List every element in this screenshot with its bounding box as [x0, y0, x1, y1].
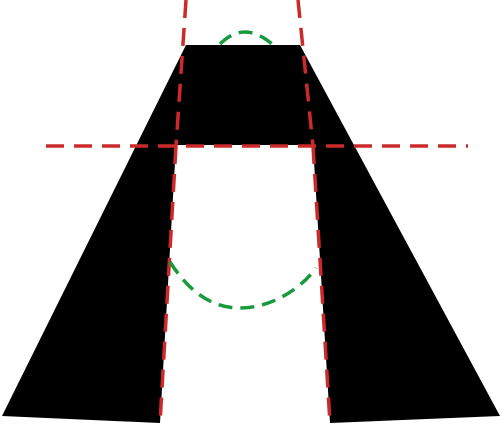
green-dashed-curve-bottom [168, 261, 318, 310]
red-dashed-guideline-left-inner [158, 145, 178, 424]
red-dashed-guideline-left [174, 0, 188, 147]
black-trapezoid-shape [2, 45, 500, 423]
red-dashed-guideline-right-inner [311, 145, 332, 424]
green-dashed-curve-top [218, 30, 274, 46]
red-dashed-guideline-right [296, 0, 315, 147]
